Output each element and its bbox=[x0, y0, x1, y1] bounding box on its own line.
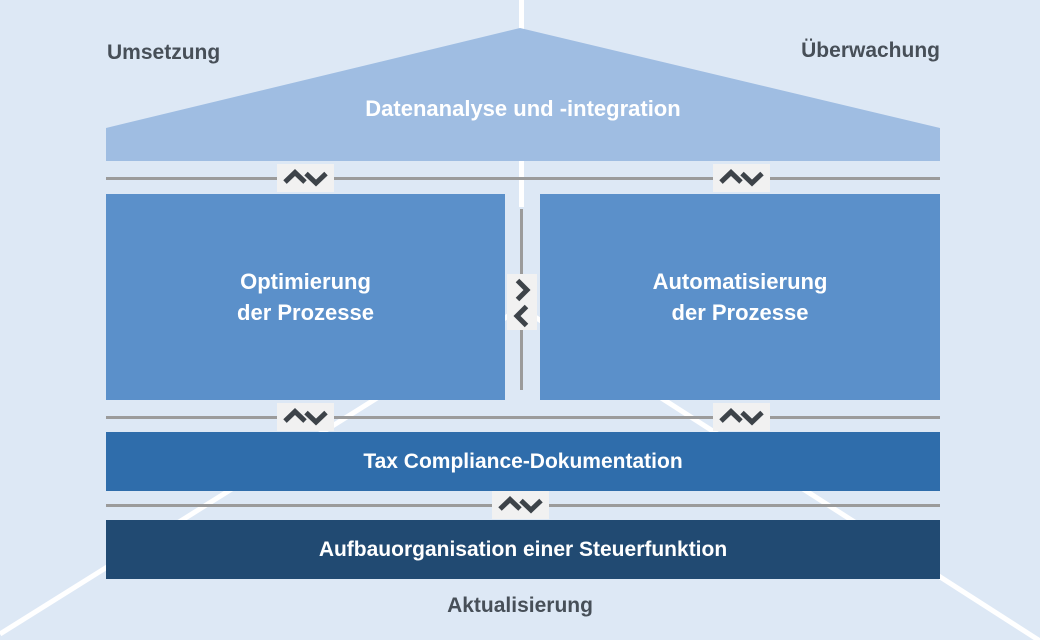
expand-collapse-control-top-right[interactable] bbox=[713, 164, 770, 192]
process-box-label-line1: Optimierung bbox=[240, 269, 371, 294]
band-label: Aufbauorganisation einer Steuerfunktion bbox=[318, 537, 728, 561]
label-umsetzung: Umsetzung bbox=[107, 41, 221, 64]
up-down-chevron-icon bbox=[719, 169, 764, 187]
swap-control-center[interactable] bbox=[507, 274, 537, 330]
connector-line-middle bbox=[106, 416, 940, 419]
connector-line-top bbox=[106, 177, 940, 180]
right-left-chevron-icon bbox=[513, 278, 531, 328]
process-box-label-line2: der Prozesse bbox=[671, 300, 809, 325]
roof-shape bbox=[106, 28, 940, 161]
process-box-label-line2: der Prozesse bbox=[237, 300, 374, 325]
band-aufbauorganisation: Aufbauorganisation einer Steuerfunktion bbox=[106, 520, 940, 579]
roof-label: Datenanalyse und -integration bbox=[365, 96, 681, 121]
label-aktualisierung: Aktualisierung bbox=[447, 594, 593, 617]
up-down-chevron-icon bbox=[498, 496, 543, 514]
up-down-chevron-icon bbox=[719, 408, 764, 426]
label-ueberwachung: Überwachung bbox=[801, 39, 940, 62]
process-box-automatisierung: Automatisierung der Prozesse bbox=[540, 194, 940, 400]
expand-collapse-control-middle-left[interactable] bbox=[277, 403, 334, 431]
expand-collapse-control-top-left[interactable] bbox=[277, 164, 334, 192]
up-down-chevron-icon bbox=[283, 169, 328, 187]
process-box-label-line1: Automatisierung bbox=[652, 269, 828, 294]
up-down-chevron-icon bbox=[283, 408, 328, 426]
band-label: Tax Compliance-Dokumentation bbox=[363, 449, 683, 473]
expand-collapse-control-bottom-center[interactable] bbox=[492, 491, 549, 519]
expand-collapse-control-middle-right[interactable] bbox=[713, 403, 770, 431]
process-box-optimierung: Optimierung der Prozesse bbox=[106, 194, 505, 400]
band-tax-compliance: Tax Compliance-Dokumentation bbox=[106, 432, 940, 491]
